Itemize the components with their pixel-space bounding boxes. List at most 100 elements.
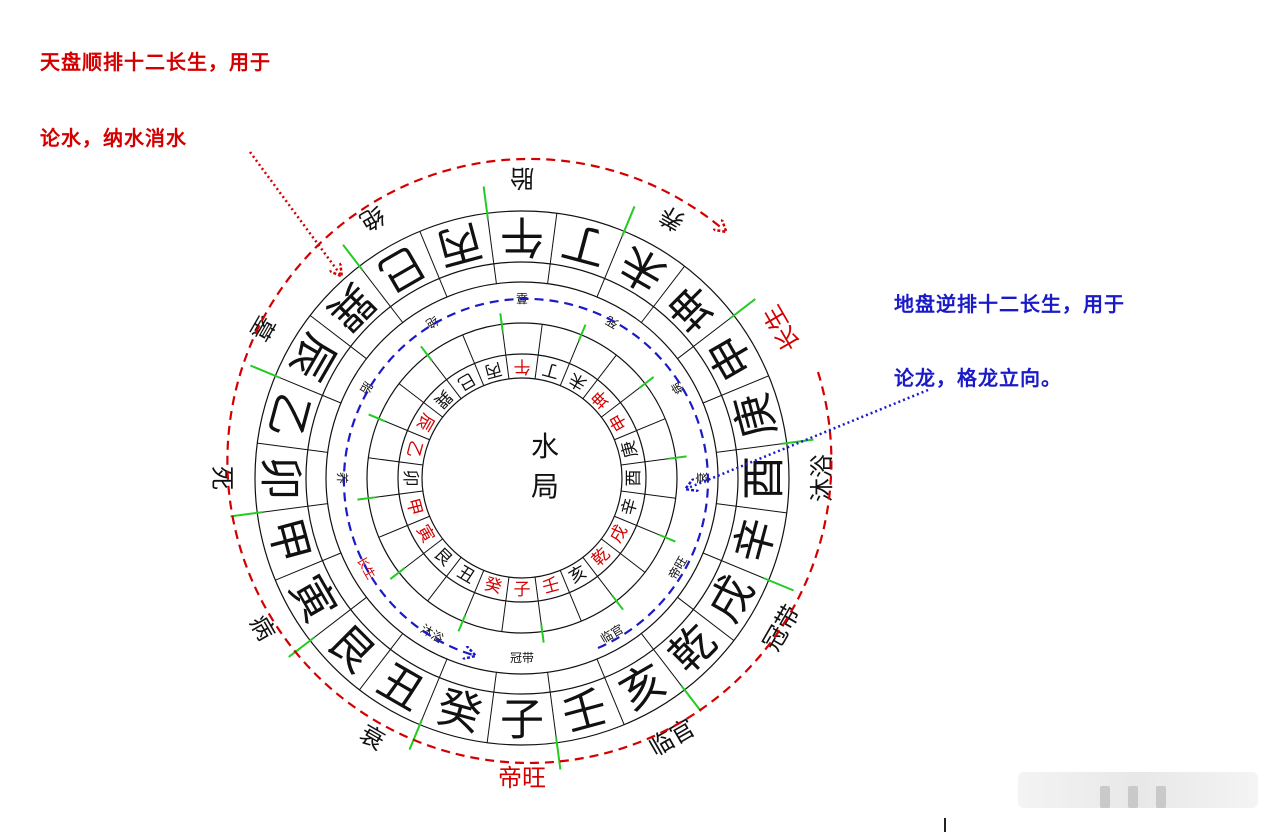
watermark-bar: [1156, 786, 1166, 808]
inner-divider-line: [534, 324, 543, 379]
outer-ring-structure: [254, 210, 790, 746]
inner-divider-line: [614, 515, 666, 538]
heaven-stage-label: 死: [208, 466, 236, 490]
inner-divider-line: [398, 383, 443, 418]
outer-divider-line: [677, 315, 735, 360]
inner-mountain-label: 丁: [540, 358, 562, 382]
inner-mountain-label: 子: [514, 580, 531, 600]
outer-divider-line: [702, 552, 769, 581]
heaven-stage-label: 帝旺: [498, 764, 546, 792]
outer-green-tick-marks: [230, 186, 814, 770]
heaven-stage-label: 胎: [510, 164, 534, 192]
inner-divider-line: [368, 457, 423, 466]
inner-divider-line: [462, 334, 485, 386]
earth-stage-label: 冠带: [510, 651, 534, 665]
inner-divider-line: [614, 418, 666, 441]
inner-divider-line: [501, 577, 510, 632]
outer-green-tick: [781, 438, 814, 445]
heaven-stage-label: 冠带: [758, 600, 806, 656]
inner-mountain-label: 丙: [482, 358, 504, 382]
outer-divider-line: [547, 672, 558, 743]
outer-divider-line: [257, 503, 328, 514]
outer-mountain-label: 甲: [258, 513, 319, 569]
outer-divider-line: [309, 596, 367, 641]
heaven-stage-label: 绝: [355, 200, 390, 236]
outer-mountain-label: 乙: [258, 388, 319, 444]
center-label-line1: 水: [531, 430, 559, 463]
inner-divider-line: [582, 557, 617, 602]
heaven-note-line1: 天盘顺排十二长生，用于: [40, 50, 271, 74]
outer-green-tick: [408, 719, 423, 751]
outer-divider-line: [486, 672, 497, 743]
outer-mountain-label: 坤: [660, 273, 727, 340]
watermark-logo: [1018, 772, 1258, 808]
outer-mountain-label: 乾: [660, 616, 727, 683]
outer-green-tick: [342, 244, 364, 271]
outer-divider-line: [702, 375, 769, 404]
outer-mountain-label: 辛: [725, 513, 786, 569]
outer-green-tick: [288, 636, 315, 658]
heaven-clockwise-arrow: [226, 157, 833, 765]
inner-divider-line: [534, 577, 543, 632]
earth-note-line2: 论龙，格龙立向。: [894, 366, 1062, 390]
inner-divider-line: [378, 515, 430, 538]
outer-mountain-label: 丙: [432, 214, 488, 275]
outer-divider-line: [419, 658, 448, 725]
inner-green-tick: [658, 533, 676, 543]
outer-divider-line: [716, 503, 787, 514]
inner-green-tick-marks: [357, 313, 687, 643]
outer-divider-line: [486, 213, 497, 284]
earth-stage-label: 死: [603, 313, 620, 331]
inner-mountain-label: 乙: [402, 438, 426, 460]
inner-mountain-label: 乾: [588, 544, 614, 570]
inner-mountain-label: 壬: [540, 574, 562, 598]
outer-mountain-label: 卯: [255, 456, 306, 500]
outer-mountain-label: 艮: [317, 616, 384, 683]
inner-divider-line: [501, 324, 510, 379]
inner-divider-line: [427, 557, 462, 602]
inner-divider-line: [378, 418, 430, 441]
outer-mountain-label: 丁: [557, 214, 613, 275]
inner-green-tick: [540, 624, 545, 643]
inner-divider-line: [559, 570, 582, 622]
outer-divider-line: [257, 442, 328, 453]
outer-green-tick: [729, 298, 756, 320]
outer-divider-line: [275, 375, 342, 404]
outer-divider-line: [547, 213, 558, 284]
heaven-stage-label: 病: [244, 611, 280, 646]
inner-mountain-label: 巽: [430, 386, 456, 412]
inner-mountain-label: 癸: [482, 574, 504, 598]
earth-stage-label: 养: [335, 472, 350, 484]
center-label-line2: 局: [531, 470, 559, 503]
outer-divider-line: [596, 231, 625, 298]
inner-green-tick: [420, 345, 433, 362]
outer-mountain-label: 子: [500, 695, 544, 746]
inner-mountain-ring: 子癸丑艮寅甲卯乙辰巽巳丙午丁未坤申庚酉辛戌乾亥壬: [400, 356, 644, 600]
inner-mountain-dividers: [368, 324, 676, 632]
inner-green-tick: [457, 614, 467, 632]
inner-divider-line: [368, 490, 423, 499]
outer-green-tick: [621, 205, 636, 237]
outer-mountain-label: 酉: [739, 456, 790, 500]
outer-divider-line: [359, 633, 404, 691]
outer-divider-line: [359, 265, 404, 323]
outer-divider-line: [677, 596, 735, 641]
outer-green-tick: [230, 511, 263, 518]
outer-divider-line: [596, 658, 625, 725]
inner-green-tick: [357, 496, 376, 501]
inner-mountain-label: 辛: [618, 496, 642, 518]
earth-stage-label: 临官: [598, 621, 626, 646]
inner-green-tick: [499, 313, 504, 332]
outer-mountain-label: 巽: [317, 273, 384, 340]
outer-divider-line: [640, 633, 685, 691]
inner-green-tick: [389, 567, 406, 580]
outer-mountain-label: 癸: [432, 681, 488, 742]
inner-divider-line: [462, 570, 485, 622]
outer-divider-line: [309, 315, 367, 360]
watermark-bar: [1128, 786, 1138, 808]
inner-mountain-label: 坤: [588, 386, 614, 412]
outer-green-tick: [763, 577, 795, 592]
corner-tick: [944, 818, 946, 832]
earth-note-line1: 地盘逆排十二长生，用于: [894, 292, 1125, 316]
outer-divider-line: [419, 231, 448, 298]
